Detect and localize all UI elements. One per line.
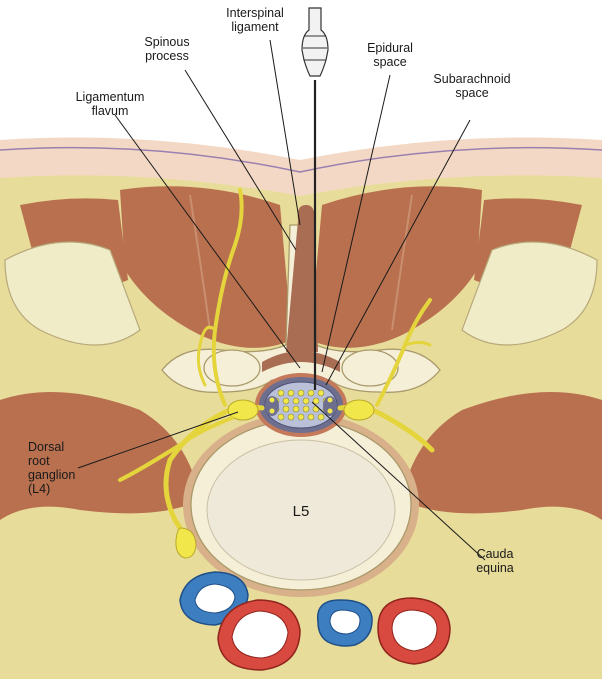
nerve-rootlet [278,390,284,396]
nerve-rootlet [293,398,299,404]
subarachnoid-space-label: Subarachnoid space [417,72,527,100]
spinous-process-label: Spinous process [122,35,212,63]
right-root-dot-1 [328,398,333,403]
nerve-rootlet [298,390,304,396]
right-vein-lumen [330,610,360,634]
nerve-rootlet [283,406,289,412]
left-root-dot-1 [270,398,275,403]
nerve-rootlet [278,414,284,420]
cauda-equina-label: Cauda equina [460,547,530,575]
epidural-space-label: Epidural space [350,41,430,69]
nerve-rootlet [303,398,309,404]
nerve-rootlet [283,398,289,404]
nerve-rootlet [318,390,324,396]
right-artery-lumen [392,610,437,651]
nerve-rootlet [308,414,314,420]
nerve-rootlet [293,406,299,412]
nerve-rootlet [308,390,314,396]
nerve-rootlet [303,406,309,412]
nerve-rootlet [288,390,294,396]
interspinal-ligament-label: Interspinal ligament [200,6,310,34]
dorsal-root-ganglion-label: Dorsal root ganglion (L4) [28,440,108,496]
nerve-rootlet [288,414,294,420]
ligamentum-flavum-label: Ligamentum flavum [50,90,170,118]
right-root-dot-2 [328,409,333,414]
nerve-rootlet [318,414,324,420]
left-root-dot-2 [270,409,275,414]
right-dorsal-root-ganglion [344,400,374,420]
nerve-rootlet [298,414,304,420]
vertebra-label: L5 [293,503,310,520]
